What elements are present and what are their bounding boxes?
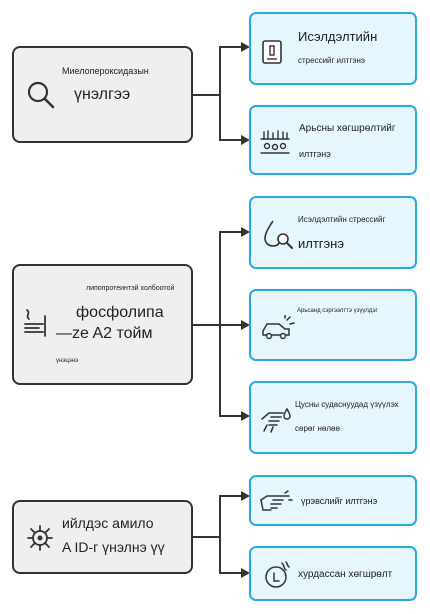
hand-pointing-icon [260, 490, 293, 511]
target-line1: Исэлдэлтийн [298, 29, 378, 44]
source-box-myeloperoxidase: Миелопероксидазын үнэлгээ [12, 46, 193, 143]
source-box-amyloid: ийлдэс амило A ID-г үнэлнэ үү [12, 500, 193, 574]
steam-icon [24, 309, 46, 337]
source-box-phospholipase: липопротеинтэй холбоотой фосфолипа —ze A… [12, 264, 193, 385]
virus-icon [27, 525, 53, 551]
source-title-line1: фосфолипа [76, 304, 164, 321]
target-box-skin-aging: Арьсны хөгшрөлтийг илтгэнэ [249, 105, 417, 175]
target-line1: Арьсны хөгшрөлтийг [299, 123, 396, 134]
hand-drop-icon [261, 407, 291, 433]
target-box-skin-effect: Арьсанд сэргээлттэ үзүүлдэг [249, 289, 417, 361]
fire-badge-icon [265, 561, 290, 588]
source-title: үнэлгээ [74, 86, 131, 103]
source-small-bottom: үнэцэнэ [56, 358, 79, 364]
battery-icon [262, 40, 282, 64]
target-line1: Цусны судаснуудад үзүүлэх [295, 400, 399, 409]
target-box-inflammation: үрэвслийг илтгэнэ [249, 475, 417, 526]
car-crash-icon [262, 315, 295, 340]
source-small-top: липопротеинтэй холбоотой [86, 285, 175, 292]
drop-search-icon [264, 220, 293, 249]
target-line1: хурдассан хөгшрөлт [298, 569, 393, 580]
target-box-blood-vessels: Цусны судаснуудад үзүүлэх сөрөг нөлөө [249, 381, 417, 454]
target-box-oxidative-stress-1: Исэлдэлтийн стрессийг илтгэнэ [249, 12, 417, 85]
target-box-accelerated-aging: хурдассан хөгшрөлт [249, 546, 417, 601]
target-line1: Арьсанд сэргээлттэ үзүүлдэг [297, 308, 378, 314]
target-line1: Исэлдэлтийн стрессийг [298, 215, 386, 224]
source-title-line1: ийлдэс амило [62, 515, 154, 531]
source-title-line2: A ID-г үнэлнэ үү [62, 539, 165, 555]
source-title-line2: —ze A2 тойм [56, 325, 153, 342]
target-line2: илтгэнэ [299, 149, 331, 159]
magnifier-icon [27, 81, 55, 109]
target-box-oxidative-stress-2: Исэлдэлтийн стрессийг илтгэнэ [249, 196, 417, 269]
target-line2: стрессийг илтгэнэ [298, 56, 365, 65]
source-small-label: Миелопероксидазын [62, 66, 149, 76]
target-line2: илтгэнэ [298, 236, 344, 251]
target-line2: сөрөг нөлөө [295, 424, 340, 433]
skin-layers-icon [260, 130, 290, 154]
target-line1: үрэвслийг илтгэнэ [301, 496, 378, 506]
